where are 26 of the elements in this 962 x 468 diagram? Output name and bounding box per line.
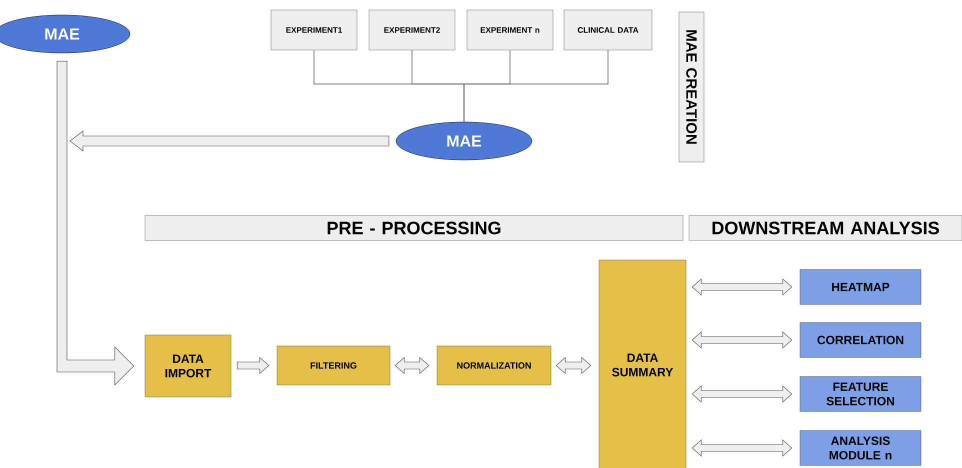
process-box: ANALYSIS MODULE n [800,430,922,466]
block-arrow [692,385,792,403]
process-box: CORRELATION [800,322,922,358]
block-arrow [692,331,792,349]
process-box: FEATURE SELECTION [800,376,922,412]
block-arrow [56,60,134,386]
process-box: EXPERIMENT1 [270,10,358,50]
connector-line [464,50,608,122]
ellipse-node: MAE [396,122,532,160]
process-box: EXPERIMENT2 [368,10,456,50]
section-band: PRE - PROCESSING [144,215,684,241]
process-box: FILTERING [276,346,390,386]
block-arrow [556,356,592,374]
process-box: CLINICAL DATA [564,10,652,50]
block-arrow [394,356,430,374]
process-box: EXPERIMENT n [466,10,554,50]
block-arrow [692,439,792,457]
block-arrow [236,356,270,374]
process-box: NORMALIZATION [436,346,552,386]
section-band: DOWNSTREAM ANALYSIS [688,215,962,241]
process-box: DATA SUMMARY [598,260,686,468]
process-box: HEATMAP [800,269,922,305]
block-arrow [70,130,390,152]
section-band: MAE CREATION [678,12,704,162]
block-arrow [692,278,792,296]
process-box: DATA IMPORT [144,334,232,398]
